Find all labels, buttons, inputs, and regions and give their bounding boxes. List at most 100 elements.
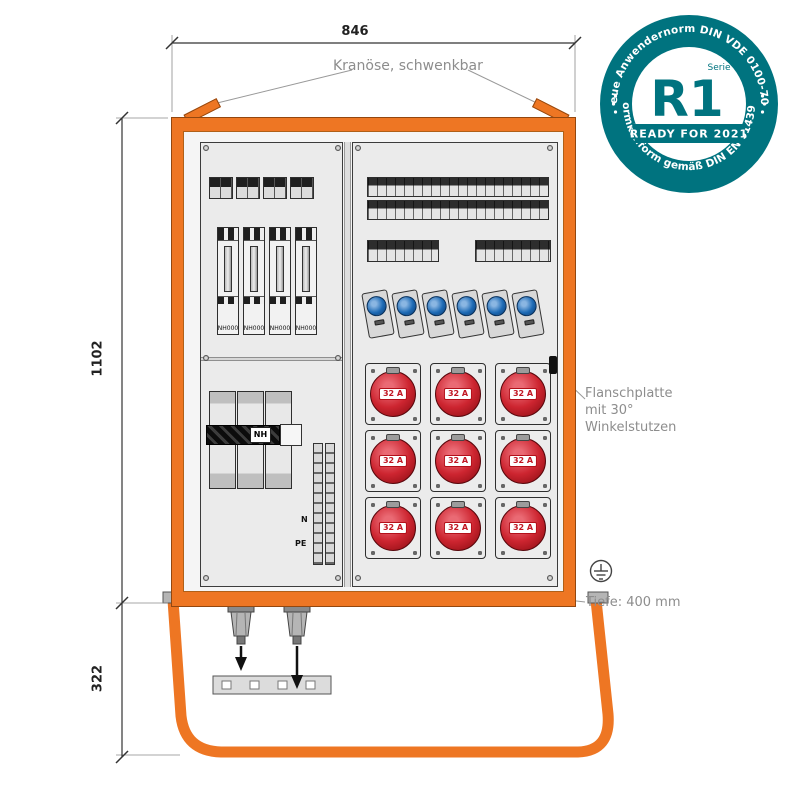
socket-circle — [515, 294, 539, 318]
cee-socket-32a: 32 A — [365, 430, 421, 492]
nh-fuse-strip: NH000 — [217, 227, 239, 335]
breaker-block — [290, 177, 314, 199]
socket-rating-label: 32 A — [508, 455, 538, 467]
nh-fuse-strip: NH000 — [243, 227, 265, 335]
fuse-terminals — [218, 296, 238, 304]
cee-socket-32a: 32 A — [495, 430, 551, 492]
fuse-terminals — [244, 296, 264, 304]
fuse-slot — [276, 246, 284, 292]
breaker-row — [475, 240, 551, 262]
flange-note-line1: Flanschplatte — [585, 386, 673, 401]
door-lock — [549, 356, 557, 374]
terminal-stack-n — [313, 443, 323, 565]
socket-rating-label: 32 A — [443, 388, 473, 400]
fuse-terminals — [244, 228, 264, 241]
breaker-block — [263, 177, 287, 199]
cee-socket-32a: 32 A — [430, 497, 486, 559]
socket-circle: 32 A — [370, 505, 416, 551]
socket-lid — [464, 319, 475, 326]
fuse-terminals — [270, 228, 290, 241]
cable-entry-arrow-left — [235, 646, 247, 671]
cee-socket-32a: 32 A — [365, 497, 421, 559]
fuse-slot — [224, 246, 232, 292]
socket-circle — [395, 294, 419, 318]
fuse-label: NH000 — [243, 324, 265, 332]
cee-socket-blue — [391, 289, 425, 339]
breaker-row — [367, 200, 549, 220]
cee-socket-blue — [481, 289, 515, 339]
fuse-terminals — [218, 228, 238, 241]
terminal-stack-pe — [325, 443, 335, 565]
panel-separator — [344, 142, 351, 587]
socket-circle: 32 A — [500, 438, 546, 484]
screw-icon — [547, 575, 553, 581]
cee-socket-32a: 32 A — [495, 497, 551, 559]
socket-circle: 32 A — [435, 438, 481, 484]
socket-rating-label: 32 A — [378, 388, 408, 400]
socket-rating-label: 32 A — [443, 455, 473, 467]
pe-label: PE — [295, 539, 307, 548]
socket-rating-label: 32 A — [443, 522, 473, 534]
fuse-slot — [250, 246, 258, 292]
socket-circle: 32 A — [370, 438, 416, 484]
crane-note: Kranöse, schwenkbar — [333, 58, 483, 74]
screw-icon — [335, 355, 341, 361]
flange-note: Flanschplatte mit 30° Winkelstutzen — [585, 386, 695, 437]
left-equipment-panel: NH000 NH000 NH000 NH000 NH N PE — [200, 142, 343, 587]
socket-circle: 32 A — [435, 505, 481, 551]
fuse-label: NH000 — [217, 324, 239, 332]
socket-lid — [374, 319, 385, 326]
socket-lid — [434, 319, 445, 326]
dimension-stand-height: 322 — [90, 664, 106, 693]
cee-socket-32a: 32 A — [365, 363, 421, 425]
badge-banner-text: READY FOR 2021 — [630, 128, 748, 141]
socket-circle — [485, 294, 509, 318]
socket-lid — [524, 319, 535, 326]
socket-circle: 32 A — [500, 371, 546, 417]
cable-gland-right — [283, 603, 311, 645]
neutral-label: N — [301, 515, 308, 524]
socket-circle: 32 A — [435, 371, 481, 417]
stand-frame — [162, 591, 614, 758]
nh-fuse-strip: NH000 — [295, 227, 317, 335]
switch-label: NH — [250, 427, 271, 443]
fuse-terminals — [270, 296, 290, 304]
screw-icon — [335, 575, 341, 581]
screw-icon — [203, 575, 209, 581]
screw-icon — [355, 575, 361, 581]
socket-rating-label: 32 A — [378, 455, 408, 467]
cable-entry-arrow-right — [291, 646, 303, 689]
nh-fuse-strip: NH000 — [269, 227, 291, 335]
dimension-line-left — [115, 111, 180, 764]
socket-circle: 32 A — [500, 505, 546, 551]
cee-socket-32a: 32 A — [495, 363, 551, 425]
badge-series-code: R1 — [650, 70, 723, 128]
breaker-block — [209, 177, 233, 199]
badge-serie-word: Serie — [708, 63, 731, 73]
socket-lid — [404, 319, 415, 326]
right-equipment-panel: 32 A 32 A 32 A 32 A 32 A 32 A 32 A 32 A … — [352, 142, 558, 587]
earth-symbol — [589, 559, 613, 583]
socket-rating-label: 32 A — [508, 388, 538, 400]
cee-socket-32a: 32 A — [430, 430, 486, 492]
fuse-label: NH000 — [295, 324, 317, 332]
flange-note-line2: mit 30° — [585, 402, 634, 418]
badge-banner — [632, 124, 746, 143]
screw-icon — [335, 145, 341, 151]
fuse-label: NH000 — [269, 324, 291, 332]
breaker-block — [236, 177, 260, 199]
socket-circle: 32 A — [370, 371, 416, 417]
dimension-width: 846 — [333, 25, 377, 38]
screw-icon — [203, 145, 209, 151]
cee-socket-32a: 32 A — [430, 363, 486, 425]
socket-circle — [365, 294, 389, 318]
cee-socket-blue — [451, 289, 485, 339]
dimension-line-top — [165, 35, 582, 112]
leader-lines — [208, 69, 586, 603]
mounting-rail — [212, 675, 332, 695]
fuse-terminals — [296, 228, 316, 241]
aux-module — [280, 424, 302, 446]
dimension-height: 1102 — [90, 340, 106, 377]
fuse-terminals — [296, 296, 316, 304]
